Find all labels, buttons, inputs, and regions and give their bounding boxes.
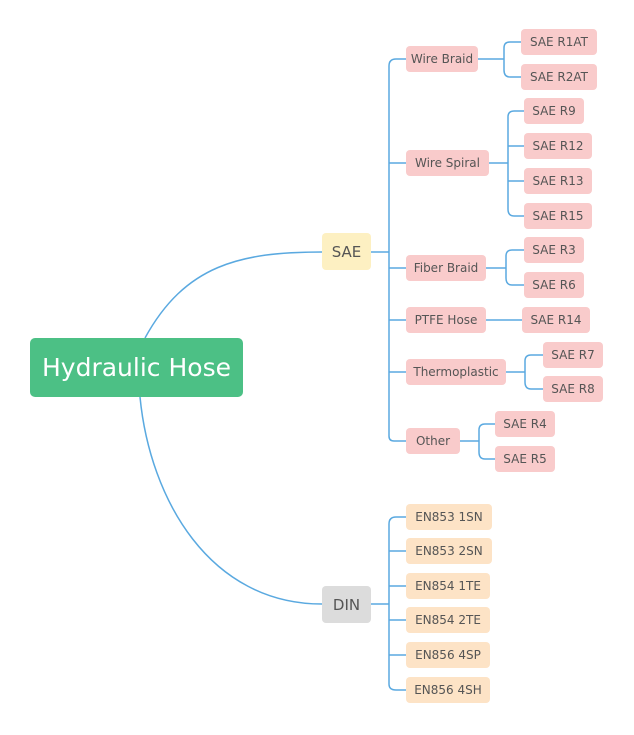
- leaf-sae-r9[interactable]: SAE R9: [524, 98, 584, 124]
- leaf-en854-1te[interactable]: EN854 1TE: [406, 573, 490, 599]
- category-label: PTFE Hose: [414, 313, 478, 327]
- category-wire-braid[interactable]: Wire Braid: [406, 46, 478, 72]
- leaf-en854-2te[interactable]: EN854 2TE: [406, 607, 490, 633]
- leaf-label: SAE R2AT: [529, 70, 589, 84]
- leaf-label: EN856 4SH: [414, 683, 482, 697]
- leaf-label: SAE R5: [503, 452, 547, 466]
- connector-root-sae: [144, 251, 323, 339]
- leaf-en853-1sn[interactable]: EN853 1SN: [406, 504, 492, 530]
- category-wire-spiral[interactable]: Wire Spiral: [406, 150, 489, 176]
- category-fiber-braid[interactable]: Fiber Braid: [406, 255, 486, 281]
- leaf-sae-r15[interactable]: SAE R15: [524, 203, 592, 229]
- category-label: Fiber Braid: [413, 261, 479, 275]
- leaf-sae-r6[interactable]: SAE R6: [524, 272, 584, 298]
- sae-label: SAE: [331, 242, 362, 261]
- leaf-sae-r2at[interactable]: SAE R2AT: [521, 64, 597, 90]
- leaf-en856-4sh[interactable]: EN856 4SH: [406, 677, 490, 703]
- leaf-label: EN856 4SP: [415, 648, 481, 662]
- category-thermoplastic[interactable]: Thermoplastic: [406, 359, 506, 385]
- leaf-label: SAE R6: [532, 278, 576, 292]
- din-node[interactable]: DIN: [322, 586, 371, 623]
- category-label: Wire Spiral: [415, 156, 480, 170]
- leaf-label: SAE R8: [551, 382, 595, 396]
- category-label: Wire Braid: [410, 52, 474, 66]
- connector-din-trunk: [371, 516, 406, 691]
- category-label: Thermoplastic: [413, 365, 499, 379]
- leaf-sae-r7[interactable]: SAE R7: [543, 342, 603, 368]
- category-other[interactable]: Other: [406, 428, 460, 454]
- leaf-label: SAE R15: [532, 209, 584, 223]
- leaf-label: SAE R4: [503, 417, 547, 431]
- leaf-en856-4sp[interactable]: EN856 4SP: [406, 642, 490, 668]
- leaf-label: SAE R1AT: [529, 35, 589, 49]
- leaf-sae-r14[interactable]: SAE R14: [522, 307, 590, 333]
- leaf-sae-r1at[interactable]: SAE R1AT: [521, 29, 597, 55]
- leaf-label: SAE R9: [532, 104, 576, 118]
- din-label: DIN: [332, 595, 361, 614]
- leaf-label: EN854 2TE: [415, 613, 481, 627]
- leaf-sae-r13[interactable]: SAE R13: [524, 168, 592, 194]
- leaf-en853-2sn[interactable]: EN853 2SN: [406, 538, 492, 564]
- root-label: Hydraulic Hose: [42, 353, 231, 382]
- root-node[interactable]: Hydraulic Hose: [30, 338, 243, 397]
- connector-root-din: [139, 396, 323, 605]
- leaf-sae-r5[interactable]: SAE R5: [495, 446, 555, 472]
- leaf-sae-r8[interactable]: SAE R8: [543, 376, 603, 402]
- leaf-sae-r12[interactable]: SAE R12: [524, 133, 592, 159]
- leaf-label: SAE R7: [551, 348, 595, 362]
- leaf-label: SAE R13: [532, 174, 584, 188]
- category-ptfe-hose[interactable]: PTFE Hose: [406, 307, 486, 333]
- leaf-sae-r3[interactable]: SAE R3: [524, 237, 584, 263]
- leaf-label: SAE R14: [530, 313, 582, 327]
- connector-sae-trunk: [371, 58, 406, 442]
- leaf-label: SAE R3: [532, 243, 576, 257]
- leaf-label: SAE R12: [532, 139, 584, 153]
- category-label: Other: [415, 434, 451, 448]
- leaf-sae-r4[interactable]: SAE R4: [495, 411, 555, 437]
- sae-node[interactable]: SAE: [322, 233, 371, 270]
- leaf-label: EN853 1SN: [415, 510, 483, 524]
- leaf-label: EN853 2SN: [415, 544, 483, 558]
- leaf-label: EN854 1TE: [415, 579, 481, 593]
